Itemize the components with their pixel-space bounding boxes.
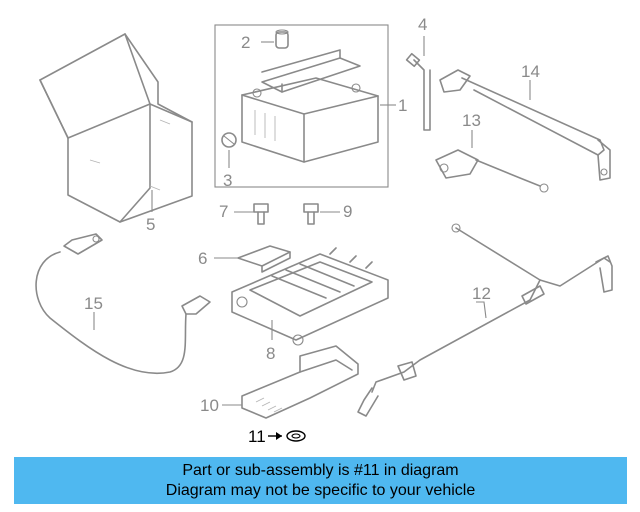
tray-base (241, 345, 359, 419)
callout-11: 11 (248, 427, 266, 446)
banner-line-2: Diagram may not be specific to your vehi… (165, 481, 476, 499)
battery-cover-box (39, 33, 193, 223)
callout-12: 12 (472, 284, 491, 303)
terminal-cap (221, 132, 237, 148)
callout-15: 15 (84, 294, 103, 313)
bracket (237, 245, 291, 273)
callout-4: 4 (418, 15, 428, 34)
callout-3: 3 (223, 171, 233, 190)
terminal-clamp (435, 149, 549, 193)
bolt-7 (253, 203, 269, 225)
parts-diagram: 1 2 3 4 5 6 7 8 9 10 11 12 13 14 15 (35, 15, 613, 446)
washer (286, 430, 306, 442)
leader-lines (93, 36, 531, 440)
main-cable (357, 223, 613, 417)
callout-5: 5 (146, 215, 156, 234)
callout-10: 10 (200, 396, 219, 415)
callout-2: 2 (241, 33, 251, 52)
callout-1: 1 (398, 96, 408, 115)
callout-7: 7 (219, 202, 229, 221)
battery (241, 49, 379, 163)
diagram-drawing (35, 24, 613, 442)
battery-group-frame (214, 24, 389, 188)
callout-9: 9 (343, 202, 353, 221)
callout-14: 14 (521, 62, 540, 81)
vent-plug (275, 29, 289, 49)
bolt-9 (303, 203, 319, 225)
banner-line-1: Part or sub-assembly is #11 in diagram (182, 461, 459, 479)
battery-bolt (405, 52, 431, 131)
positive-cable (439, 69, 611, 181)
ground-cable (35, 233, 211, 375)
callout-8: 8 (266, 344, 276, 363)
callout-13: 13 (462, 111, 481, 130)
info-banner: Part or sub-assembly is #11 in diagram D… (14, 457, 627, 504)
battery-tray (231, 247, 389, 346)
callout-6: 6 (198, 249, 208, 268)
